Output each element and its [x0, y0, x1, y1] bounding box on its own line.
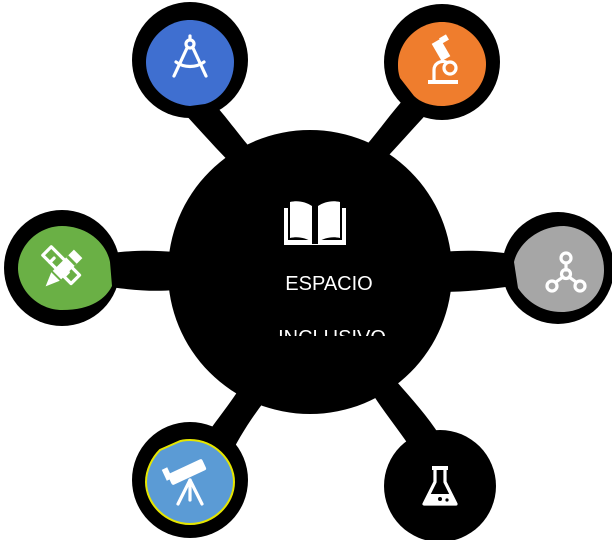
molecule-icon — [545, 251, 587, 293]
node-fills — [18, 20, 604, 526]
connector-right — [440, 250, 520, 292]
center-title-line2: INCLUSIVO — [278, 327, 386, 349]
center-title-line2-clip: INCLUSIVO — [278, 327, 386, 349]
node-ring-bottom-right — [384, 430, 496, 540]
flask-icon — [422, 466, 458, 506]
drafting-compass-icon — [172, 34, 208, 78]
center-title-line1: ESPACIO — [285, 273, 372, 295]
pencil-ruler-icon — [41, 245, 83, 287]
node-top-left[interactable] — [146, 20, 234, 106]
microscope-icon — [428, 34, 458, 84]
hub-circle — [168, 130, 452, 414]
node-top-right[interactable] — [398, 22, 486, 106]
telescope-icon — [161, 459, 207, 506]
open-book-icon — [284, 201, 346, 245]
